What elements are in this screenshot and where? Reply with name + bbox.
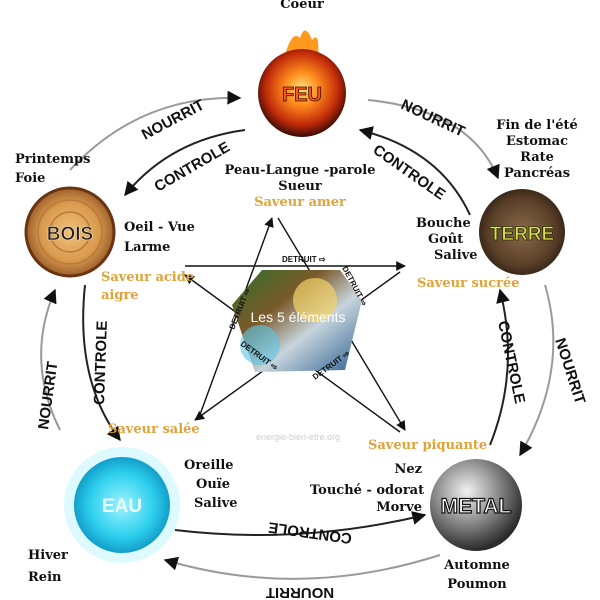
arc-terre-metal [520,285,553,455]
element-feu: FEU [258,30,346,137]
label-controle-bottom: CONTROLE [267,518,353,547]
metal-organ: Poumon [432,577,522,593]
metal-line-3: Morve [310,500,422,516]
feu-organ: Coeur [270,0,334,13]
bois-saveur: Saveur acide aigre [101,270,194,304]
label-controle-top-right: CONTROLE [370,141,449,203]
bois-line-2: Larme [124,240,195,256]
bois-organ: Foie [15,171,90,187]
terre-saveur: Saveur sucrée [417,276,520,292]
eau-season: Hiver [28,548,68,564]
label-nourrit-bottom: NOURRIT [266,584,334,600]
center-label: Les 5 éléments [251,309,346,325]
feu-line-1: Peau-Langue -parole [222,163,378,179]
label-controle-right: CONTROLE [494,319,528,405]
label-nourrit-right: NOURRIT [551,336,588,406]
element-eau: EAU [64,447,180,563]
bois-season: Printemps [15,152,90,168]
metal-line-2: Touché - odorat [310,483,422,499]
label-detruit-top: DETRUIT ⇨ [282,255,326,264]
terre-season: Fin de l'été [482,118,592,134]
terre-organ-2: Rate [482,150,592,166]
label-nourrit-top-left: NOURRIT [139,96,207,143]
feu-saveur: Saveur amer [222,195,378,211]
terre-line-3: Salive [416,248,478,264]
terre-season-organs: Fin de l'été Estomac Rate Pancréas [482,118,592,182]
terre-circle-label: TERRE [490,224,554,245]
bois-circle-label: BOIS [47,224,93,245]
eau-line-3: Salive [184,496,238,512]
center-watermark: energie-bien-etre.org [256,432,340,442]
element-metal: METAL [430,459,522,551]
feu-correspondences: Peau-Langue -parole Sueur Saveur amer [222,163,378,211]
eau-line-1: Oreille [184,458,238,474]
eau-season-organ: Hiver Rein [28,548,68,586]
eau-organ: Rein [28,570,68,586]
terre-line-1: Bouche [416,216,478,232]
feu-circle-label: FEU [282,84,322,106]
metal-line-1: Nez [310,462,422,478]
eau-correspondences: Oreille Ouïe Salive [184,458,238,512]
terre-organ-3: Pancréas [482,166,592,182]
eau-line-2: Ouïe [184,477,238,493]
bois-line-1: Oeil - Vue [124,220,195,236]
metal-season: Automne [432,558,522,574]
terre-line-2: Goût [416,232,478,248]
feu-line-2: Sueur [222,179,378,195]
terre-organ-1: Estomac [482,134,592,150]
label-nourrit-top-right: NOURRIT [398,96,467,140]
bois-correspondences: Oeil - Vue Larme [124,220,195,256]
metal-saveur: Saveur piquante [368,438,487,454]
bois-saveur-line-2: aigre [101,288,194,304]
arc-metal-eau [165,555,440,579]
metal-circle-label: METAL [441,495,512,518]
bois-season-organ: Printemps Foie [15,152,90,187]
terre-correspondences: Bouche Goût Salive [416,216,478,264]
label-nourrit-left: NOURRIT [35,361,61,431]
bois-saveur-line-1: Saveur acide [101,270,194,286]
element-terre: TERRE [479,189,565,275]
label-controle-top-left: CONTROLE [152,139,233,196]
eau-saveur: Saveur salée [108,422,200,438]
metal-correspondences: Nez Touché - odorat Morve [310,462,422,516]
eau-circle-label: EAU [102,496,142,517]
metal-season-organ: Automne Poumon [432,558,522,593]
element-bois: BOIS [26,188,114,276]
label-controle-left: CONTROLE [91,320,111,405]
